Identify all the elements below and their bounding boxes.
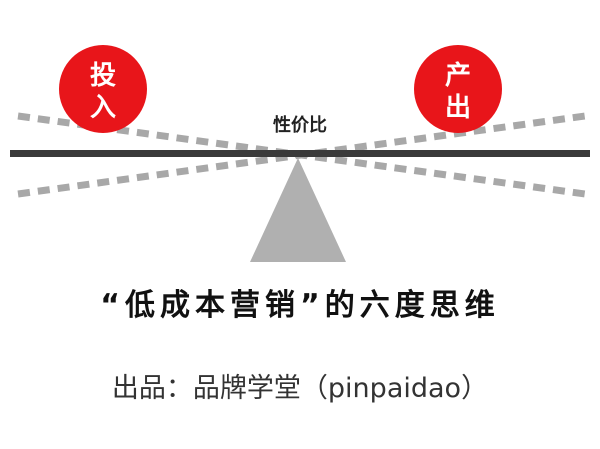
page-title: “低成本营销”的六度思维 (100, 288, 500, 323)
beam-label: 性价比 (273, 114, 327, 136)
output-circle (414, 45, 502, 133)
balance-beam (10, 150, 590, 157)
input-circle-char-2: 入 (90, 93, 116, 123)
input-circle (59, 45, 147, 133)
input-circle-char-1: 投 (90, 61, 116, 91)
output-circle-char-2: 出 (445, 93, 471, 123)
output-circle-char-1: 产 (445, 61, 471, 91)
fulcrum-triangle (250, 158, 346, 262)
credit-line: 出品：品牌学堂（pinpaidao） (111, 373, 489, 404)
seesaw-graphic: 投 入 产 出 性价比 (10, 45, 590, 262)
